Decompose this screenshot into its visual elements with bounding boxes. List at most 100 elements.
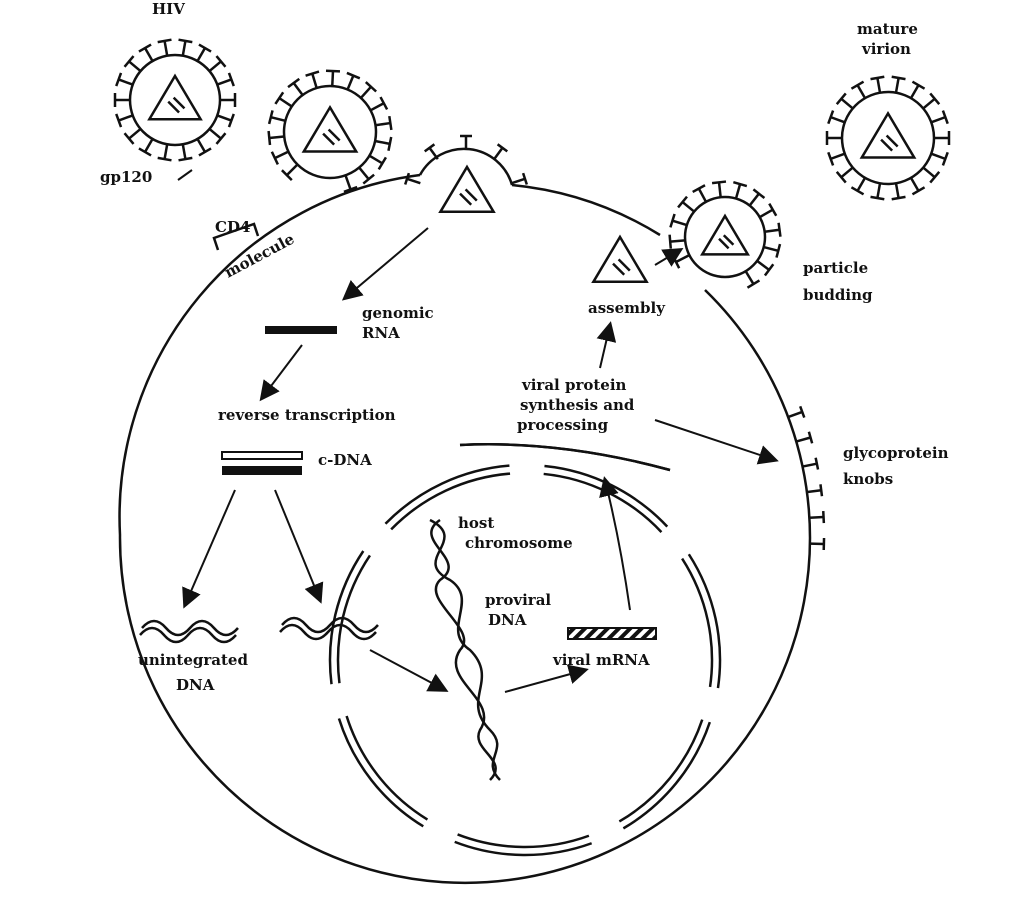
spike [143, 47, 154, 62]
nuclear-envelope-segment [681, 557, 714, 688]
mature-virion [825, 75, 951, 201]
hiv-virion [113, 38, 237, 162]
spike [697, 188, 708, 203]
knob [788, 410, 803, 418]
virions [113, 38, 951, 289]
spike [128, 60, 142, 73]
label-host: host [458, 514, 494, 532]
spike [922, 166, 936, 179]
spike [368, 154, 383, 165]
knob [809, 515, 824, 520]
nuclear-envelope-segment [384, 464, 510, 525]
spike [830, 152, 846, 161]
capsid-triangle [147, 73, 203, 121]
label-assembly: assembly [588, 299, 666, 317]
nuclear-envelope-segment [543, 472, 663, 533]
knob [807, 489, 822, 494]
spike [181, 40, 187, 56]
label-virion: virion [861, 40, 911, 58]
spike [922, 97, 936, 110]
spike [331, 71, 335, 87]
label-molecule: molecule [221, 230, 297, 282]
nuclear-envelope-segment [618, 719, 704, 823]
spike [876, 183, 882, 199]
spike [894, 77, 900, 93]
label-mature: mature [857, 20, 918, 38]
spike [681, 201, 695, 213]
label-budding: budding [803, 286, 873, 304]
spike [748, 192, 760, 207]
spike [216, 114, 232, 122]
budding-bump [418, 147, 514, 186]
spike [840, 97, 854, 110]
nuclear-envelope-segment [622, 721, 712, 830]
knob [796, 436, 811, 443]
spike [128, 127, 142, 140]
spike [374, 139, 391, 146]
label-hiv: HIV [152, 0, 185, 18]
label-proviral-dna: DNA [488, 611, 527, 629]
spike [763, 245, 779, 253]
spike [285, 163, 299, 177]
label-unintegrated-dna: DNA [176, 676, 215, 694]
spike [311, 73, 318, 89]
spike [717, 182, 722, 198]
cdna-strand-dark [222, 466, 302, 475]
spike [894, 183, 900, 199]
spike [346, 75, 355, 90]
spike [269, 135, 285, 140]
spike [181, 144, 187, 160]
cell-membrane [118, 173, 812, 885]
nuclear-envelope-segment [544, 464, 669, 528]
viral-mrna-strand [567, 627, 657, 640]
spike [672, 219, 688, 227]
nuclear-envelope-segment [337, 718, 424, 828]
spike [196, 47, 207, 62]
spike [208, 60, 222, 73]
spike [909, 84, 920, 99]
nuclear-envelope-segment [328, 550, 365, 685]
label-synthesis-and: synthesis and [520, 396, 635, 414]
host-chromosome [429, 518, 501, 781]
spike [143, 138, 154, 153]
spike [856, 84, 867, 99]
spike [270, 115, 286, 123]
label-proviral: proviral [485, 591, 551, 609]
nuclear-envelope-segment [390, 472, 511, 531]
spike [359, 85, 372, 99]
spike [118, 78, 134, 86]
attaching-virion [267, 69, 393, 193]
label-chromosome: chromosome [465, 534, 573, 552]
spike [369, 102, 385, 112]
label-unintegrated: unintegrated [138, 651, 248, 669]
capsid-triangle [700, 213, 750, 256]
spike [734, 183, 742, 199]
spike [344, 174, 352, 190]
nuclear-envelope-segment [454, 840, 593, 857]
label-rna: RNA [362, 324, 400, 342]
nuclear-envelope-segment [457, 833, 590, 849]
capsid-triangle [591, 234, 649, 284]
capsid-triangle [301, 104, 359, 153]
capsid-triangle [859, 110, 917, 159]
label-knobs: knobs [843, 470, 893, 488]
cdna-strand-light [221, 451, 303, 460]
knob [802, 462, 818, 468]
spike [292, 82, 304, 96]
spike [930, 115, 946, 124]
spike [840, 166, 854, 179]
spike [163, 144, 169, 160]
label-gp120: gp120 [100, 168, 152, 186]
nuclear-envelope-segment [336, 554, 371, 684]
nuclear-envelope-segment [345, 715, 429, 821]
spike [764, 228, 780, 233]
spike [930, 152, 946, 161]
label-reverse-transcription: reverse transcription [218, 406, 396, 424]
spike [216, 78, 232, 86]
spike [278, 97, 293, 108]
assembly-core [591, 234, 649, 284]
spike [196, 138, 207, 153]
spike [375, 121, 391, 127]
spike [163, 40, 169, 56]
